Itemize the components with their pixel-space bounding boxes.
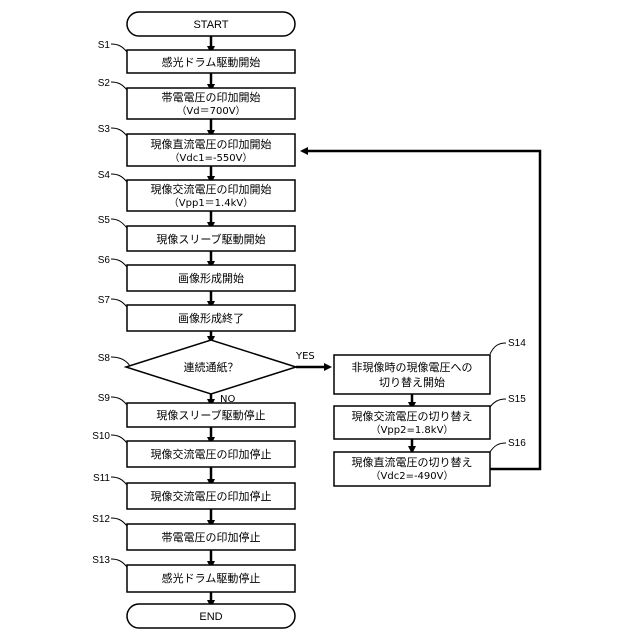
- step-text: 感光ドラム駆動停止: [162, 571, 261, 585]
- step-text: 画像形成終了: [178, 311, 244, 325]
- step-s11: S11 現像交流電圧の印加停止: [93, 473, 295, 509]
- step-s15: S15 現像交流電圧の切り替え （Vpp2=1.8kV）: [334, 394, 526, 439]
- step-text: 現像交流電圧の印加停止: [151, 489, 272, 503]
- step-subtext: （Vdc2=-490V）: [371, 470, 454, 482]
- step-text: 現像スリーブ駆動開始: [156, 232, 265, 246]
- step-id: S1: [98, 40, 111, 51]
- step-id: S16: [508, 438, 526, 449]
- step-text: 現像直流電圧の印加開始: [151, 137, 272, 151]
- step-id: S4: [98, 170, 111, 181]
- step-id: S15: [508, 394, 526, 405]
- step-id: S12: [92, 514, 110, 525]
- step-text: 現像直流電圧の切り替え: [352, 455, 473, 469]
- step-id: S8: [98, 353, 111, 364]
- step-id: S10: [92, 431, 110, 442]
- step-s1: S1 感光ドラム駆動開始: [98, 40, 295, 73]
- decision-s8: S8 連続通紙？ YES NO: [98, 340, 315, 405]
- step-s4: S4 現像交流電圧の印加開始 （Vpp1＝1.4kV）: [98, 170, 295, 211]
- step-text-line2: 切り替え開始: [379, 375, 445, 389]
- step-s13: S13 感光ドラム駆動停止: [92, 555, 295, 592]
- step-text: 現像交流電圧の印加開始: [151, 182, 272, 196]
- step-s3: S3 現像直流電圧の印加開始 （Vdc1=-550V）: [98, 124, 295, 166]
- step-s2: S2 帯電電圧の印加開始 （Vd＝700V）: [98, 78, 295, 119]
- step-text: 現像交流電圧の印加停止: [151, 447, 272, 461]
- step-id: S9: [98, 393, 111, 404]
- step-id: S11: [93, 473, 110, 484]
- step-id: S3: [98, 124, 111, 135]
- step-subtext: （Vd＝700V）: [176, 105, 245, 117]
- step-s5: S5 現像スリーブ駆動開始: [98, 215, 295, 251]
- step-subtext: （Vdc1=-550V）: [170, 152, 253, 164]
- step-s7: S7 画像形成終了: [98, 295, 295, 331]
- end-terminal: END: [127, 604, 295, 628]
- step-text: 感光ドラム駆動開始: [162, 55, 261, 69]
- step-id: S14: [508, 338, 526, 349]
- step-id: S6: [98, 255, 111, 266]
- step-s10: S10 現像交流電圧の印加停止: [92, 431, 295, 467]
- step-text: 現像交流電圧の切り替え: [352, 409, 473, 423]
- step-s12: S12 帯電電圧の印加停止: [92, 514, 295, 550]
- step-text: 現像スリーブ駆動停止: [156, 408, 265, 422]
- step-id: S5: [98, 215, 111, 226]
- step-text: 画像形成開始: [178, 271, 244, 285]
- step-s16: S16 現像直流電圧の切り替え （Vdc2=-490V）: [334, 438, 526, 486]
- end-label: END: [199, 611, 222, 623]
- step-id: S7: [98, 295, 111, 306]
- decision-text: 連続通紙？: [184, 360, 239, 374]
- step-subtext: （Vpp1＝1.4kV）: [169, 197, 253, 209]
- start-label: START: [193, 19, 228, 31]
- step-id: S13: [92, 555, 110, 566]
- step-id: S2: [98, 78, 111, 89]
- step-text: 帯電電圧の印加停止: [162, 530, 261, 544]
- step-s14: S14 非現像時の現像電圧への 切り替え開始: [334, 338, 526, 394]
- yes-label: YES: [295, 351, 315, 362]
- step-s9: S9 現像スリーブ駆動停止: [98, 393, 295, 427]
- step-subtext: （Vpp2=1.8kV）: [371, 424, 454, 436]
- step-text: 非現像時の現像電圧への: [352, 361, 473, 374]
- step-text: 帯電電圧の印加開始: [162, 90, 261, 104]
- step-s6: S6 画像形成開始: [98, 255, 295, 291]
- start-terminal: START: [127, 12, 295, 36]
